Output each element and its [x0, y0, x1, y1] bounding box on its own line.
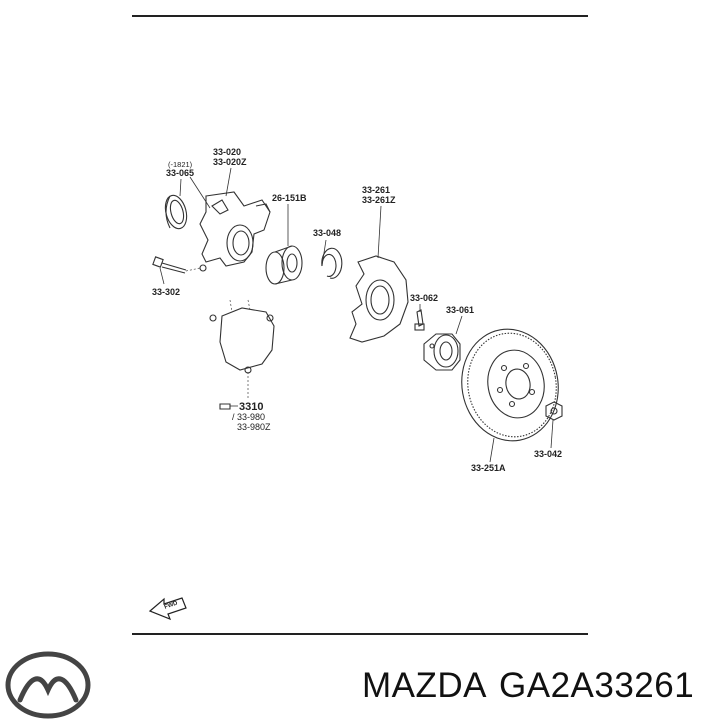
label-33-261: 33-261	[362, 185, 390, 195]
dust-seal-part	[164, 178, 188, 230]
lock-nut-part	[545, 401, 563, 449]
label-26-151b: 26-151B	[272, 193, 307, 203]
label-33-302: 33-302	[152, 287, 180, 297]
hub-bolt-part	[414, 304, 425, 331]
label-3310: 3310	[239, 401, 263, 413]
abs-sensor-part	[209, 299, 275, 410]
knuckle-part	[189, 167, 271, 272]
label-33-042: 33-042	[534, 449, 562, 459]
fwd-arrow-icon: FWD	[148, 597, 187, 621]
label-33-251a: 33-251A	[471, 463, 506, 473]
wheel-hub-part	[423, 315, 463, 371]
label-33-061: 33-061	[446, 305, 474, 315]
label-33-062: 33-062	[410, 293, 438, 303]
dust-shield-part	[349, 205, 409, 343]
bolt-part	[152, 256, 201, 285]
label-33-980z: 33-980Z	[237, 422, 271, 432]
mazda-logo-icon	[5, 651, 91, 719]
label-33-020: 33-020	[213, 147, 241, 157]
snap-ring-part	[321, 239, 343, 279]
part-number: GA2A33261	[499, 666, 695, 705]
fwd-label: FWD	[164, 600, 180, 611]
label-33-048: 33-048	[313, 228, 341, 238]
wheel-bearing-part	[265, 204, 303, 285]
label-33-980: / 33-980	[232, 412, 265, 422]
brake-disc-part	[461, 328, 559, 463]
brand-name: MAZDA	[362, 666, 487, 705]
label-33-261z: 33-261Z	[362, 195, 396, 205]
label-33-020z: 33-020Z	[213, 157, 247, 167]
label-33-065: 33-065	[166, 168, 194, 178]
brand-part-number: MAZDA GA2A33261	[362, 666, 694, 706]
label-range-note: (-1821)	[168, 160, 193, 169]
